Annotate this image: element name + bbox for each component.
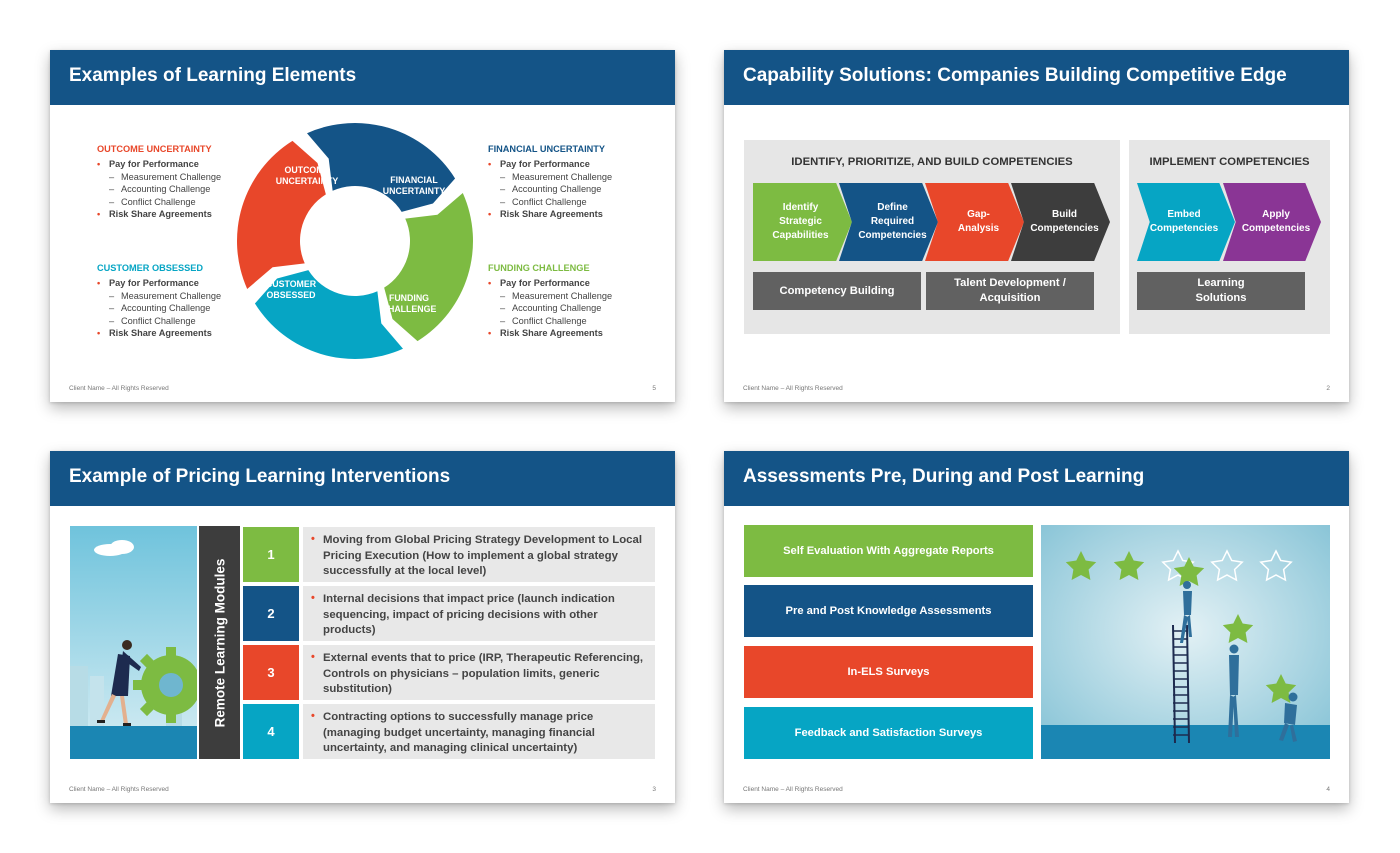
module-text: Moving from Global Pricing Strategy Deve… — [303, 527, 655, 582]
assessment-box-self-evaluation: Self Evaluation With Aggregate Reports — [744, 525, 1033, 577]
outcome-uncertainty-list: OUTCOME UNCERTAINTY Pay for Performance … — [97, 143, 247, 221]
chevron-build: Build Competencies — [1011, 183, 1110, 261]
slide-footer: Client Name – All Rights Reserved — [69, 385, 169, 392]
chevron-identify: Identify Strategic Capabilities — [753, 183, 852, 261]
financial-uncertainty-list: FINANCIAL UNCERTAINTY Pay for Performanc… — [488, 143, 638, 221]
cycle-ring — [237, 122, 473, 359]
list-bullet: Risk Share Agreements — [97, 208, 247, 221]
assessment-box-feedback: Feedback and Satisfaction Surveys — [744, 707, 1033, 759]
page-number: 2 — [1326, 385, 1330, 392]
pushing-gear-illustration — [70, 526, 197, 759]
funding-challenge-list: FUNDING CHALLENGE Pay for Performance Me… — [488, 262, 638, 340]
module-number: 1 — [243, 527, 299, 582]
list-title: FUNDING CHALLENGE — [488, 263, 590, 273]
module-text: Internal decisions that impact price (la… — [303, 586, 655, 641]
list-bullet: Risk Share Agreements — [488, 208, 638, 221]
module-text: External events that to price (IRP, Ther… — [303, 645, 655, 700]
page-number: 3 — [652, 786, 656, 793]
chevron-gap-analysis: Gap-Analysis — [925, 183, 1024, 261]
panel-title: IDENTIFY, PRIORITIZE, AND BUILD COMPETEN… — [791, 156, 1073, 168]
list-bullet: Risk Share Agreements — [97, 327, 247, 340]
customer-segment — [254, 270, 403, 359]
star-rating-illustration — [1041, 525, 1330, 759]
module-number: 4 — [243, 704, 299, 759]
remote-learning-modules-bar: Remote Learning Modules — [199, 526, 240, 759]
financial-segment — [307, 122, 456, 212]
funding-segment — [384, 193, 473, 342]
cycle-label-customer: CUSTOMER OBSESSED — [265, 279, 317, 300]
page-number: 4 — [1326, 786, 1330, 793]
slide-header: Examples of Learning Elements — [50, 50, 675, 105]
list-title: CUSTOMER OBSESSED — [97, 263, 204, 273]
list-sub-item: Measurement Challenge — [97, 171, 247, 184]
list-sub-item: Accounting Challenge — [97, 302, 247, 315]
slide-title: Capability Solutions: Companies Building… — [743, 65, 1287, 86]
module-text: Contracting options to successfully mana… — [303, 704, 655, 759]
list-sub-item: Conflict Challenge — [488, 196, 638, 209]
slide-assessments[interactable]: Assessments Pre, During and Post Learnin… — [724, 451, 1349, 803]
panel-title: IMPLEMENT COMPETENCIES — [1149, 156, 1310, 168]
module-number: 3 — [243, 645, 299, 700]
assessment-box-knowledge: Pre and Post Knowledge Assessments — [744, 585, 1033, 637]
list-bullet: Pay for Performance — [97, 158, 247, 171]
list-bullet: Pay for Performance — [488, 158, 638, 171]
list-bullet: Risk Share Agreements — [488, 327, 638, 340]
list-title: OUTCOME UNCERTAINTY — [97, 144, 212, 154]
cycle-label-financial: FINANCIAL UNCERTAINTY — [382, 175, 446, 196]
slide-header: Capability Solutions: Companies Building… — [724, 50, 1349, 105]
list-sub-item: Accounting Challenge — [97, 183, 247, 196]
module-number: 2 — [243, 586, 299, 641]
slide-learning-elements[interactable]: Examples of Learning Elements OUTCOME UN… — [50, 50, 675, 402]
list-sub-item: Conflict Challenge — [97, 196, 247, 209]
cycle-label-outcome: OUTCOME UNCERTAINTY — [275, 165, 339, 186]
list-title: FINANCIAL UNCERTAINTY — [488, 144, 606, 154]
cycle-label-funding: FUNDING CHALLENGE — [381, 293, 437, 314]
learning-solutions-box: Learning Solutions — [1137, 272, 1305, 310]
slide-capability-solutions[interactable]: Capability Solutions: Companies Building… — [724, 50, 1349, 402]
chevron-embed: Embed Competencies — [1137, 183, 1235, 261]
list-sub-item: Measurement Challenge — [488, 290, 638, 303]
list-bullet: Pay for Performance — [97, 277, 247, 290]
list-sub-item: Measurement Challenge — [488, 171, 638, 184]
slide-footer: Client Name – All Rights Reserved — [743, 786, 843, 793]
cycle-diagram: OUTCOME UNCERTAINTY FINANCIAL UNCERTAINT… — [235, 120, 475, 367]
assessment-box-in-els: In-ELS Surveys — [744, 646, 1033, 698]
customer-obsessed-list: CUSTOMER OBSESSED Pay for Performance Me… — [97, 262, 247, 340]
outcome-segment — [237, 140, 326, 289]
list-sub-item: Accounting Challenge — [488, 183, 638, 196]
slide-title: Examples of Learning Elements — [69, 65, 357, 86]
slide-title: Assessments Pre, During and Post Learnin… — [743, 466, 1145, 487]
slide-header: Assessments Pre, During and Post Learnin… — [724, 451, 1349, 506]
slide-header: Example of Pricing Learning Intervention… — [50, 451, 675, 506]
list-sub-item: Measurement Challenge — [97, 290, 247, 303]
vertical-label: Remote Learning Modules — [212, 558, 227, 727]
list-sub-item: Conflict Challenge — [488, 315, 638, 328]
chevron-apply: Apply Competencies — [1223, 183, 1321, 261]
slide-title: Example of Pricing Learning Intervention… — [69, 466, 451, 487]
slide-pricing-interventions[interactable]: Example of Pricing Learning Intervention… — [50, 451, 675, 803]
list-sub-item: Accounting Challenge — [488, 302, 638, 315]
page-number: 5 — [652, 385, 656, 392]
chevron-define: Define Required Competencies — [839, 183, 938, 261]
list-sub-item: Conflict Challenge — [97, 315, 247, 328]
competency-building-box: Competency Building — [753, 272, 921, 310]
list-bullet: Pay for Performance — [488, 277, 638, 290]
slide-footer: Client Name – All Rights Reserved — [69, 786, 169, 793]
slide-footer: Client Name – All Rights Reserved — [743, 385, 843, 392]
talent-development-box: Talent Development / Acquisition — [926, 272, 1094, 310]
